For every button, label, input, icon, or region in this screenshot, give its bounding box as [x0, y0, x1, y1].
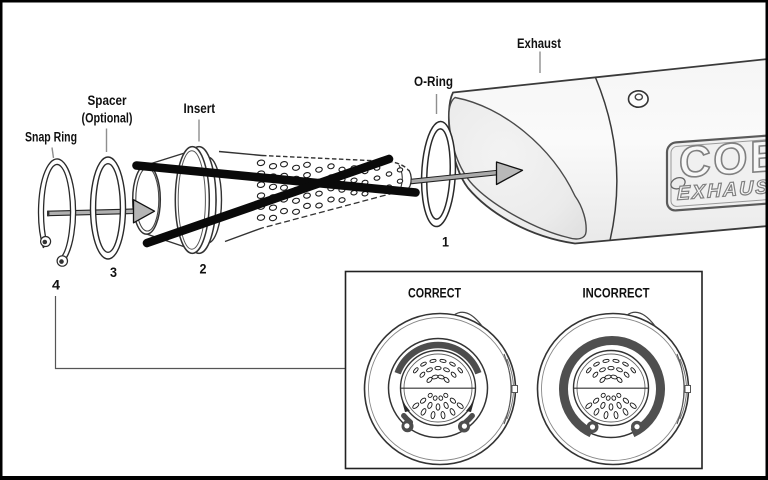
svg-text:Insert: Insert	[184, 101, 216, 116]
svg-text:1: 1	[442, 234, 449, 250]
svg-text:Snap Ring: Snap Ring	[25, 130, 77, 145]
svg-text:O-Ring: O-Ring	[414, 74, 453, 89]
svg-text:Exhaust: Exhaust	[517, 36, 561, 51]
svg-text:(Optional): (Optional)	[82, 110, 133, 125]
svg-text:4: 4	[52, 277, 60, 293]
svg-text:INCORRECT: INCORRECT	[583, 285, 651, 300]
svg-text:CORRECT: CORRECT	[408, 285, 462, 300]
svg-text:2: 2	[200, 260, 207, 276]
svg-text:Spacer: Spacer	[88, 93, 128, 108]
svg-text:COBR: COBR	[679, 128, 768, 187]
svg-text:3: 3	[110, 264, 117, 280]
